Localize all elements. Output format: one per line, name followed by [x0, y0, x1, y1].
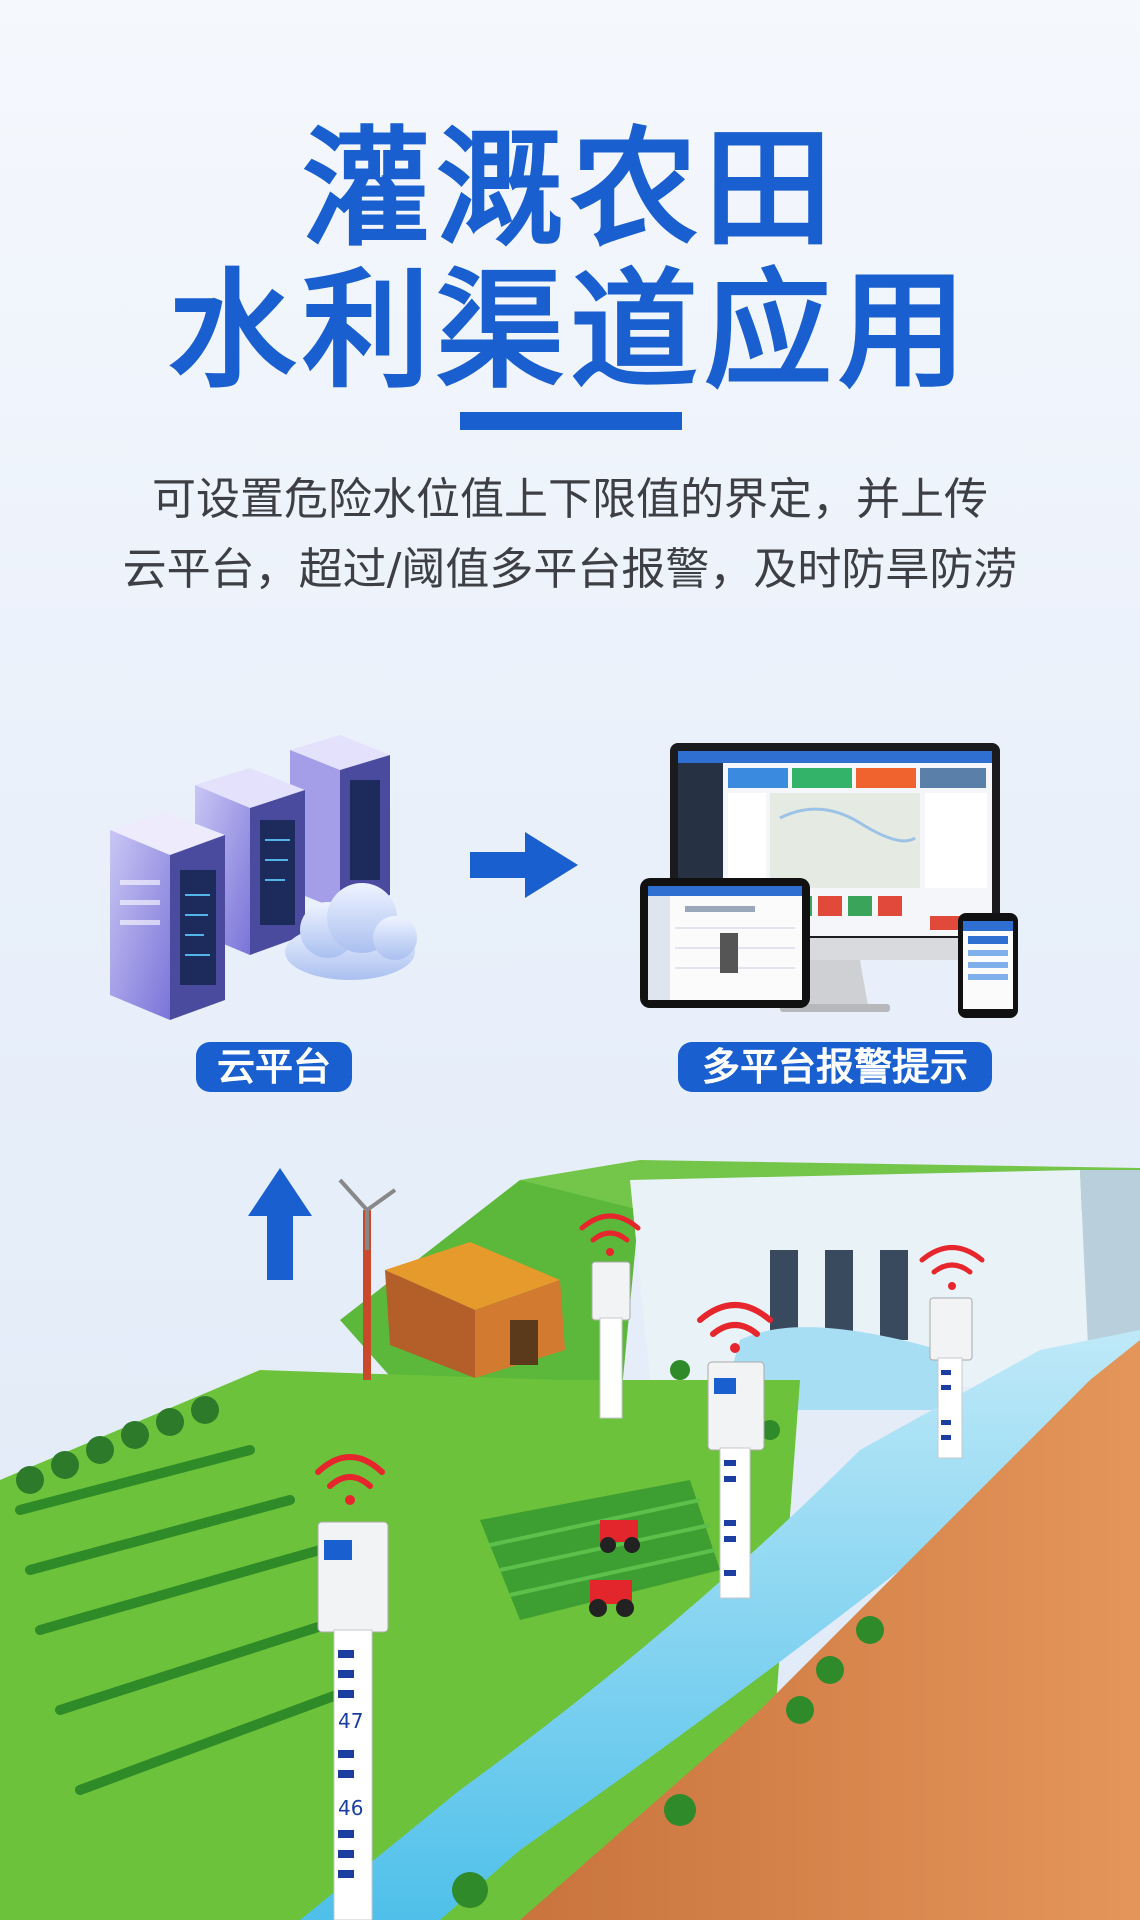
soil-cliff: [520, 1340, 1140, 1920]
water-level-sensor-middle: [707, 1361, 765, 1599]
dam-gate: [770, 1250, 798, 1340]
cloud-platform-badge: 云平台: [196, 1042, 352, 1092]
dam-gate: [825, 1250, 853, 1340]
riverbank-trees: [452, 1360, 884, 1908]
description-line1: 可设置危险水位值上下限值的界定，并上传: [152, 474, 988, 525]
page-title-line2: 水利渠道应用: [167, 257, 972, 406]
server-front-icon: [110, 812, 225, 1020]
devices-illustration: [640, 743, 1018, 1018]
wifi-signal-icon: [315, 1454, 385, 1505]
irrigation-landscape-illustration: 47 46: [0, 1160, 1140, 1920]
tractor-icon: [589, 1580, 634, 1617]
river: [300, 1330, 1140, 1920]
monitor-icon: [670, 743, 1000, 1012]
cloud-icon: [285, 883, 417, 980]
water-level-sensor-back-right: [929, 1297, 973, 1459]
cloud-server-illustration: [110, 735, 417, 1020]
description-line2: 云平台，超过/阈值多平台报警，及时防旱防涝: [122, 544, 1018, 595]
tractor-icon: [600, 1520, 640, 1553]
dam-gate: [880, 1250, 908, 1340]
tree-row: [16, 1396, 219, 1494]
phone-icon: [958, 913, 1018, 1018]
page-title-line1: 灌溉农田: [301, 115, 838, 264]
water-level-sensor-back-left: [591, 1261, 631, 1419]
tablet-icon: [640, 878, 810, 1008]
arrow-up-icon: [248, 1168, 312, 1280]
crop-rows: [15, 1445, 355, 1795]
water-level-sensor-front: 47 46: [317, 1521, 389, 1920]
wifi-signal-icon: [697, 1302, 773, 1353]
multi-platform-alarm-badge: 多平台报警提示: [678, 1042, 992, 1092]
arrow-right-icon: [470, 832, 578, 898]
dam: [630, 1170, 1090, 1390]
wifi-signal-icon: [919, 1245, 985, 1290]
gauge-number-46: 46: [338, 1796, 363, 1820]
gauge-number-47: 47: [338, 1709, 363, 1733]
wifi-signal-icon: [579, 1213, 641, 1256]
barn-icon: [385, 1242, 565, 1378]
title-underline: [460, 412, 682, 430]
windmill-icon: [338, 1178, 397, 1380]
